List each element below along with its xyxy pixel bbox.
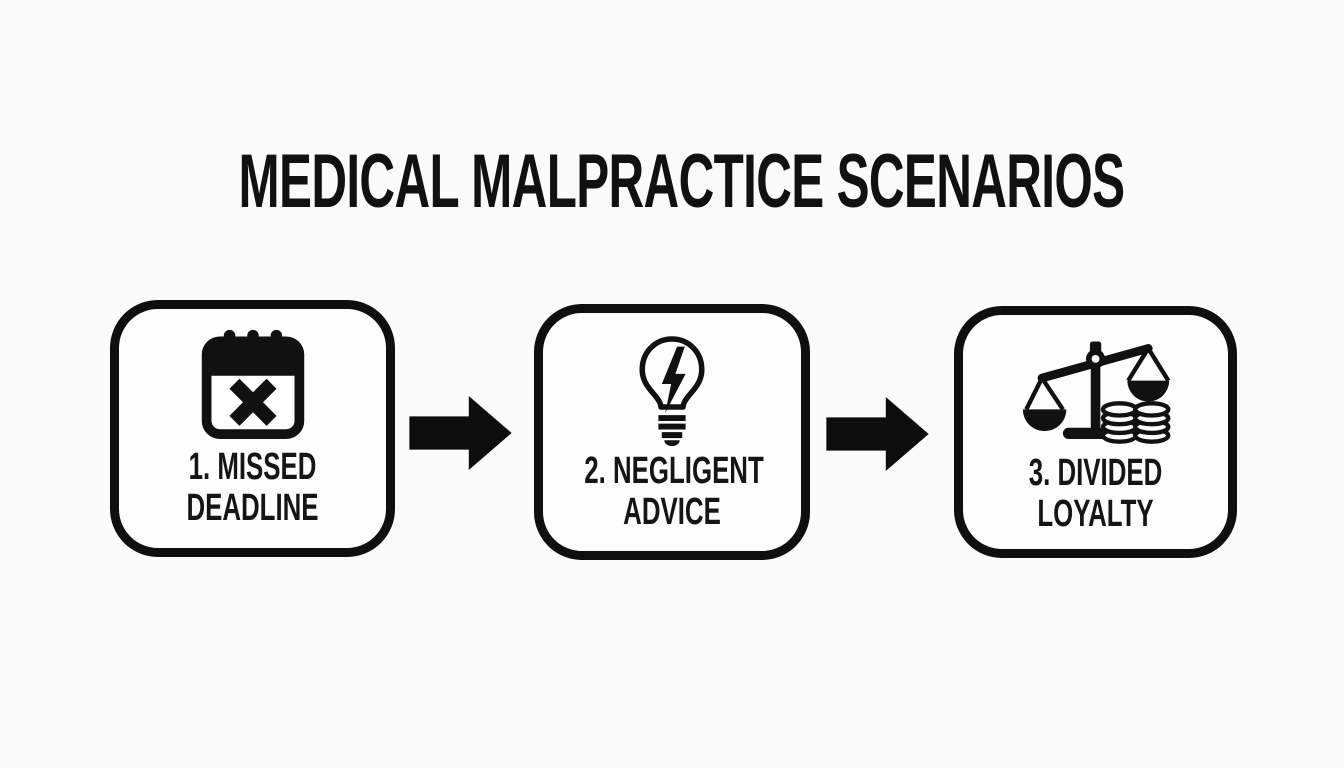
step-box-divided-loyalty: 3. DIVIDED LOYALTY	[954, 306, 1237, 558]
step-label-line1: 3. DIVIDED	[1028, 452, 1163, 494]
scales-coins-icon	[963, 331, 1228, 446]
flow-arrow-right-icon	[409, 395, 513, 471]
step-label-line1: 2. NEGLIGENT	[584, 450, 764, 492]
step-box-missed-deadline: 1. MISSED DEADLINE	[110, 300, 395, 557]
step-label: 2. NEGLIGENT ADVICE	[584, 450, 764, 533]
page-title: MEDICAL MALPRACTICE SCENARIOS	[238, 139, 1126, 224]
title-bar: MEDICAL MALPRACTICE SCENARIOS	[0, 138, 1344, 225]
lightbulb-bolt-icon	[543, 333, 801, 447]
calendar-x-icon	[119, 329, 386, 442]
flow-arrow-right-icon	[826, 396, 930, 472]
step-box-negligent-advice: 2. NEGLIGENT ADVICE	[534, 304, 810, 560]
step-label-line2: ADVICE	[623, 491, 721, 533]
step-label-line2: LOYALTY	[1037, 493, 1154, 535]
step-label: 3. DIVIDED LOYALTY	[1005, 453, 1185, 535]
step-label-line2: DEADLINE	[186, 487, 319, 529]
step-label-line1: 1. MISSED	[188, 446, 317, 488]
step-label: 1. MISSED DEADLINE	[162, 447, 344, 529]
